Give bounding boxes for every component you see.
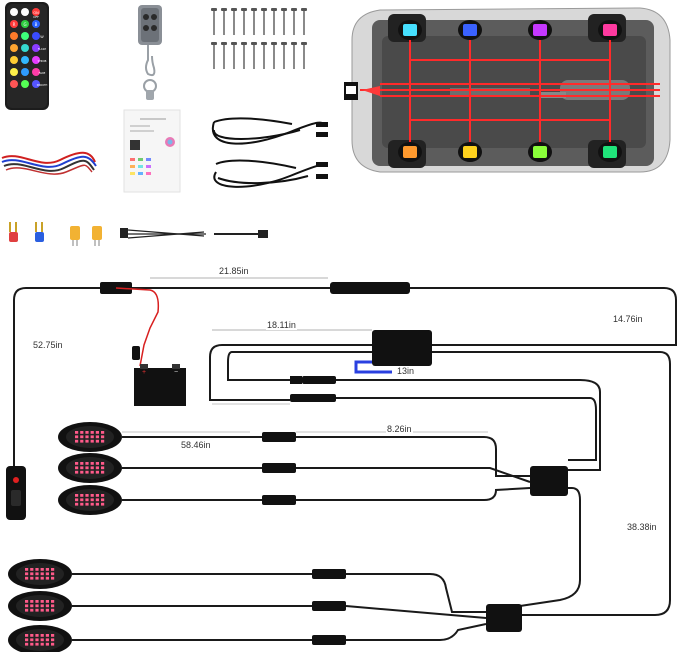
key-fob-remote xyxy=(138,5,162,100)
remote-r-label: R xyxy=(13,22,16,27)
dimension-label-18-11: 18.11in xyxy=(266,320,297,330)
extension-cables xyxy=(211,117,328,188)
car-led-pod-rear xyxy=(528,142,552,162)
inline-connectors xyxy=(100,282,410,645)
dimension-label-13: 13in xyxy=(396,366,416,376)
wire-harness-bundle xyxy=(1,151,97,175)
screw xyxy=(261,8,267,35)
screw xyxy=(291,8,297,35)
battery-minus-sign: − xyxy=(174,369,178,376)
dimension-guides xyxy=(122,403,488,433)
screw xyxy=(231,8,237,35)
car-led-pod-front xyxy=(398,20,422,40)
led-rock-light-pod xyxy=(8,625,72,652)
screw xyxy=(221,8,227,35)
wiring-diagram xyxy=(13,277,677,641)
car-led-pod-front xyxy=(458,20,482,40)
car-led-pod-rear xyxy=(398,142,422,162)
screw xyxy=(211,8,217,35)
car-top-view xyxy=(344,7,671,173)
screw xyxy=(301,8,307,35)
screw xyxy=(251,8,257,35)
screw xyxy=(221,42,227,69)
led-rock-light-pod xyxy=(58,422,122,452)
car-wiring xyxy=(360,38,660,142)
remote-b-label: B xyxy=(35,22,38,27)
remote-g-label: G xyxy=(23,22,26,27)
battery-plus-sign: + xyxy=(142,369,146,376)
battery: + − xyxy=(115,287,186,406)
screw xyxy=(261,42,267,69)
ir-remote: ON OFF R G B W FLASH STROB FADE SMOOTH xyxy=(5,2,49,110)
car-led-pod-rear xyxy=(598,142,622,162)
screw xyxy=(281,8,287,35)
screw xyxy=(241,8,247,35)
cable-ties xyxy=(120,228,206,239)
screw xyxy=(251,42,257,69)
dimension-label-14-76: 14.76in xyxy=(612,314,644,324)
small-connector-cable xyxy=(214,230,268,238)
inline-switch xyxy=(6,466,26,520)
led-rock-light-pod xyxy=(8,559,72,589)
screw xyxy=(241,42,247,69)
screw xyxy=(281,42,287,69)
screw xyxy=(301,42,307,69)
car-led-pod-rear xyxy=(458,142,482,162)
led-rock-light-pod xyxy=(58,453,122,483)
screw xyxy=(271,8,277,35)
remote-strobe-label: STROB xyxy=(38,59,47,63)
remote-flash-label: FLASH xyxy=(38,47,46,51)
screws xyxy=(211,8,307,69)
screw xyxy=(271,42,277,69)
bluetooth-control-box xyxy=(354,330,432,374)
blade-fuses xyxy=(70,226,102,246)
led-rock-light-pod xyxy=(8,591,72,621)
screw xyxy=(291,42,297,69)
dimension-label-21-85: 21.85in xyxy=(218,266,250,276)
led-rock-light-pod xyxy=(58,485,122,515)
wire-terminals xyxy=(9,222,44,242)
remote-smooth-label: SMOOTH xyxy=(37,84,48,87)
dimension-label-58-46: 58.46in xyxy=(180,440,212,450)
splitter-box-2 xyxy=(486,604,522,632)
screw xyxy=(211,42,217,69)
dimension-label-8-26: 8.26in xyxy=(386,424,413,434)
dimension-label-52-75: 52.75in xyxy=(32,340,64,350)
instruction-manual xyxy=(123,109,181,193)
remote-fade-label: FADE xyxy=(39,71,46,75)
car-led-pod-front xyxy=(528,20,552,40)
remote-w-label: W xyxy=(40,35,44,39)
splitter-box-1 xyxy=(530,466,568,496)
remote-on-label: ON xyxy=(33,11,39,15)
screw xyxy=(231,42,237,69)
dimension-label-38-38: 38.38in xyxy=(626,522,658,532)
car-led-pod-front xyxy=(598,20,622,40)
remote-off-label: OFF xyxy=(33,15,39,19)
remote-button-grid xyxy=(10,8,40,88)
